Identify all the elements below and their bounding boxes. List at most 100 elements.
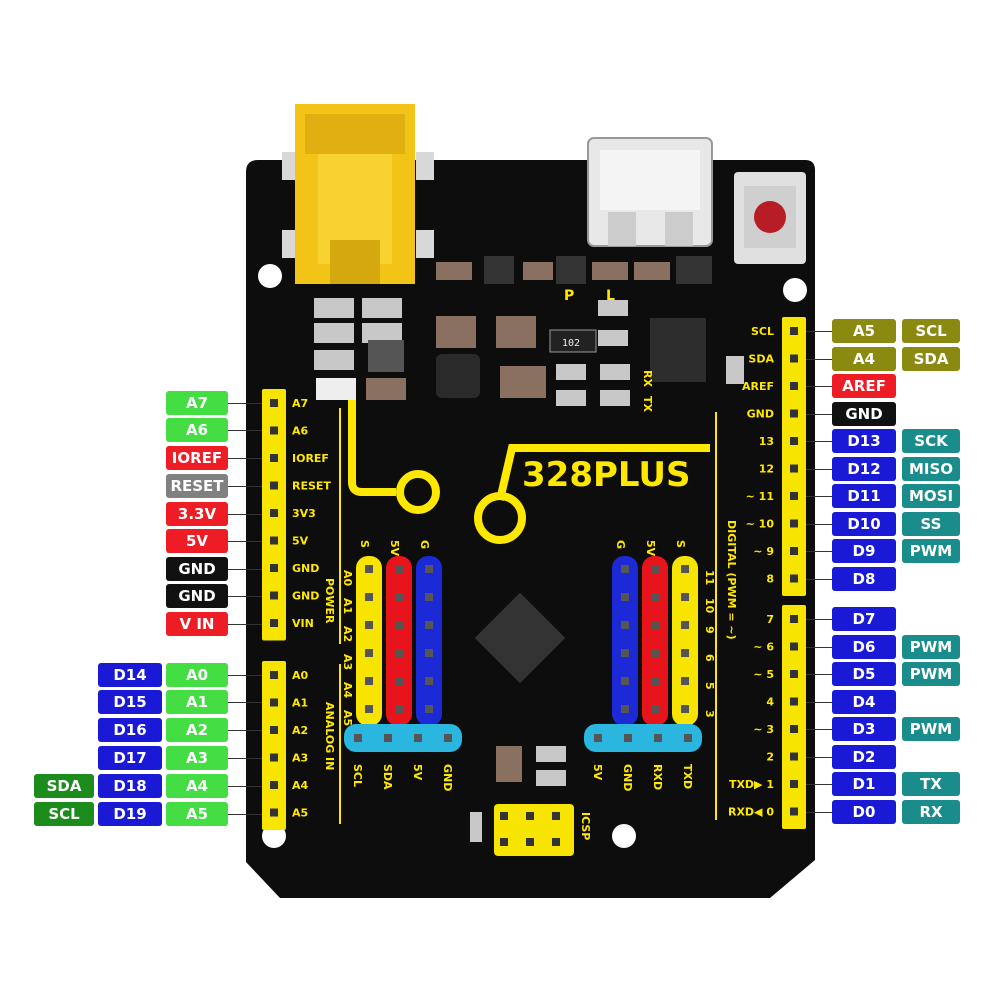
sensor-bottom-label: SCL [351, 764, 364, 787]
sensor-pin [651, 649, 659, 657]
pin-name: 2 [766, 751, 774, 764]
sensor-pin [621, 593, 629, 601]
pin-name: A7 [292, 397, 308, 410]
sensor-pin [395, 621, 403, 629]
sensor-col-label: 5V [388, 540, 401, 557]
pin-label-function: SS [902, 512, 960, 536]
pin-label-function: PWM [902, 539, 960, 563]
sensor-row-label: 5 [703, 682, 716, 690]
sensor-col-label: 5V [644, 540, 657, 557]
sensor-pin [354, 734, 362, 742]
leader-line [806, 469, 832, 470]
header-pin [790, 697, 798, 706]
leader-line [806, 674, 832, 675]
sensor-pin [365, 677, 373, 685]
sensor-bottom-label: RXD [651, 764, 664, 790]
pin-label-power: GND [166, 584, 228, 608]
leader-line [806, 496, 832, 497]
header-pin [270, 536, 278, 545]
pin-name: A1 [292, 697, 308, 710]
pin-name: RXD◀ 0 [728, 806, 774, 819]
sensor-pin [681, 565, 689, 573]
pin-label-main: D5 [832, 662, 896, 686]
header-pin [790, 670, 798, 678]
pin-label-main: A5 [832, 319, 896, 343]
leader-line [806, 386, 832, 387]
header-pin [270, 698, 278, 707]
pin-name: RESET [292, 480, 331, 493]
pin-name: TXD▶ 1 [729, 778, 774, 791]
header-pin [270, 426, 278, 435]
pin-label-function: PWM [902, 662, 960, 686]
leader-line [806, 812, 832, 813]
pin-label-digital: D19 [98, 802, 162, 826]
sensor-pin [425, 677, 433, 685]
header-pin [270, 619, 278, 627]
icsp-header [494, 804, 574, 856]
pin-label-main: D4 [832, 690, 896, 714]
header-pin [790, 807, 798, 816]
pin-label-i2c: SCL [34, 802, 94, 826]
sensor-row-label: 11 [703, 570, 716, 585]
sensor-col-label: S [358, 540, 371, 548]
sensor-pin [395, 565, 403, 573]
pin-label-analog: A2 [166, 718, 228, 742]
pin-name: SDA [748, 353, 774, 366]
pin-label-power: GND [166, 557, 228, 581]
mount-hole-icon [258, 264, 282, 288]
header-pin [790, 780, 798, 788]
pin-label-digital: D17 [98, 746, 162, 770]
pin-label-main: D1 [832, 772, 896, 796]
sensor-row-label: 6 [703, 654, 716, 662]
power-label: POWER [323, 578, 336, 624]
sensor-pin [651, 593, 659, 601]
sensor-pin [425, 593, 433, 601]
pin-name: GND [747, 408, 774, 421]
header-pin [270, 726, 278, 734]
sensor-pin [621, 621, 629, 629]
header-pin [270, 808, 278, 817]
leader-line [228, 486, 262, 487]
pin-name: ~ 9 [753, 545, 774, 558]
sensor-row-label: A1 [341, 598, 354, 614]
sensor-row-label: A5 [341, 710, 354, 726]
pin-name: A0 [292, 669, 309, 682]
pin-name: A2 [292, 724, 308, 737]
leader-line [806, 524, 832, 525]
pin-label-power: IOREF [166, 446, 228, 470]
header-pin [790, 327, 798, 335]
digital-label: DIGITAL (PWM = ~) [725, 520, 738, 640]
pin-label-power: 3.3V [166, 502, 228, 526]
sensor-pin [395, 705, 403, 713]
pin-name: 8 [766, 573, 774, 586]
header-pin [270, 399, 278, 407]
pin-name: VIN [292, 617, 314, 630]
sensor-pin [624, 734, 632, 742]
sensor-bottom-label: 5V [591, 764, 604, 781]
sensor-bottom-label: TXD [681, 764, 694, 789]
leader-line [806, 784, 832, 785]
led-label-rx: RX [641, 370, 654, 387]
leader-line [806, 702, 832, 703]
sensor-pin [681, 621, 689, 629]
pin-label-function: MISO [902, 457, 960, 481]
sensor-pin [365, 621, 373, 629]
sensor-pin [395, 593, 403, 601]
pin-label-main: D8 [832, 567, 896, 591]
chip-marking: 102 [562, 338, 580, 349]
sensor-pin [384, 734, 392, 742]
header-pin [270, 781, 278, 789]
pin-label-digital: D15 [98, 690, 162, 714]
pin-name: 13 [759, 435, 774, 448]
sensor-pin [594, 734, 602, 742]
pin-label-main: A4 [832, 347, 896, 371]
sensor-pin [681, 677, 689, 685]
leader-line [806, 551, 832, 552]
header-pin [790, 615, 798, 623]
mount-hole-icon [783, 278, 807, 302]
pin-label-main: GND [832, 402, 896, 426]
sensor-pin [621, 649, 629, 657]
reset-button-icon [734, 172, 806, 264]
